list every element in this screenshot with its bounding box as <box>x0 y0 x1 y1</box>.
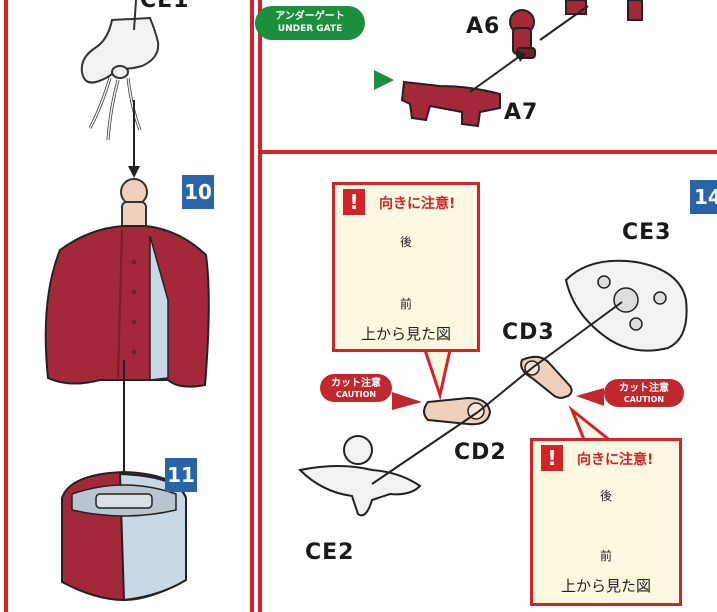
label-ce3: CE3 <box>622 220 672 245</box>
under-gate-tag: アンダーゲート UNDER GATE <box>255 6 365 40</box>
cd3-part <box>520 355 573 400</box>
step-number-14: 14 <box>690 180 717 214</box>
ce1-collar-part <box>80 0 160 141</box>
waist-part <box>61 470 187 602</box>
caution-tag-1-jp: カット注意 <box>331 378 381 389</box>
step-number-10: 10 <box>182 175 214 209</box>
a7-part <box>374 50 526 128</box>
note-pointer-1 <box>422 348 452 401</box>
note-1-front-label: 前 <box>399 297 412 311</box>
warning-icon: ! <box>343 189 365 215</box>
note-2-caption: 上から見た図 <box>560 577 651 595</box>
label-ce1: CE1 <box>140 0 190 13</box>
step-number-11: 11 <box>165 458 197 492</box>
step14-assembly-line <box>371 301 623 485</box>
caution-pointer-1 <box>392 392 422 410</box>
note-2-title: 向きに注意! <box>577 452 654 468</box>
note-2-header: ! 向きに注意! <box>533 441 679 473</box>
label-ce2: CE2 <box>305 540 355 565</box>
caution-tag-2: カット注意 CAUTION <box>604 379 684 407</box>
arrow-ce1-to-body <box>128 100 140 178</box>
ce2-part <box>297 435 422 517</box>
caution-tag-1-en: CAUTION <box>335 390 377 399</box>
under-gate-en: UNDER GATE <box>277 24 343 34</box>
note-2-back-label: 後 <box>599 489 612 503</box>
under-gate-jp: アンダーゲート <box>275 11 345 22</box>
orientation-note-2: ! 向きに注意! 後 前 上から見た図 <box>530 438 682 606</box>
caution-tag-2-en: CAUTION <box>623 395 665 404</box>
label-cd3: CD3 <box>502 320 555 345</box>
label-a7: A7 <box>504 100 539 125</box>
note-1-back-label: 後 <box>399 235 412 249</box>
caution-pointer-2 <box>576 388 604 406</box>
orientation-note-1: ! 向きに注意! 後 前 上から見た図 <box>332 182 480 352</box>
top-right-red-parts <box>539 0 643 41</box>
caution-tag-2-jp: カット注意 <box>619 383 669 394</box>
note-1-caption: 上から見た図 <box>360 325 451 343</box>
torso-jacket-part <box>44 178 210 388</box>
a6-part <box>509 9 536 59</box>
note-2-front-label: 前 <box>599 549 612 563</box>
ce3-part <box>564 259 688 352</box>
note-1-header: ! 向きに注意! <box>335 185 477 217</box>
label-a6: A6 <box>466 14 501 39</box>
note-1-title: 向きに注意! <box>379 196 456 212</box>
caution-tag-1: カット注意 CAUTION <box>320 374 392 402</box>
warning-icon: ! <box>541 445 563 471</box>
label-cd2: CD2 <box>454 440 507 465</box>
